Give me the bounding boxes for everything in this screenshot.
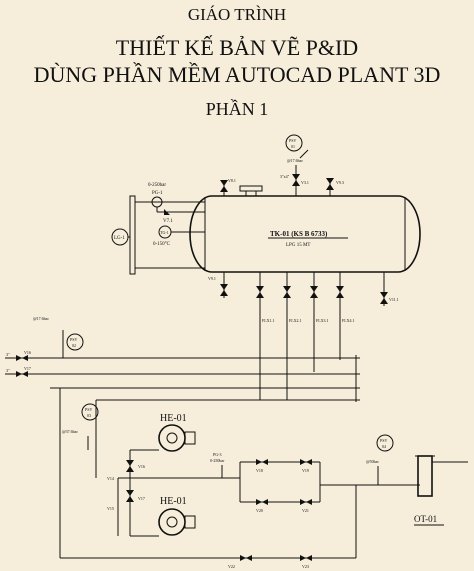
psv01-bubble xyxy=(285,134,303,152)
psv02-set: @17.6bar xyxy=(33,316,49,321)
psv04-set: @50bar xyxy=(366,459,379,464)
pg3-tag: PG-3 xyxy=(213,452,221,457)
v19-label: V19 xyxy=(302,468,309,473)
tank-spec: LPG 15 MT xyxy=(286,243,310,248)
v7-label: V7.1 xyxy=(163,219,173,224)
v23-label: V23 xyxy=(302,564,309,569)
he2-pump xyxy=(158,508,186,536)
tank-manhole xyxy=(239,185,263,192)
tg1-tag: TG-1 xyxy=(160,230,169,235)
psv04-num: 04 xyxy=(382,444,386,449)
title-part: PHẦN 1 xyxy=(205,99,269,119)
flx4-label: FLX4.1 xyxy=(342,318,355,323)
psv01-tag: PSV xyxy=(289,138,296,143)
psv03-set: @37.6bar xyxy=(62,429,78,434)
v16-label-a: V16 xyxy=(24,350,31,355)
level-gauge xyxy=(129,195,136,275)
tg1-range: 0-150°C xyxy=(153,242,171,247)
v18-label: V18 xyxy=(256,468,263,473)
ot01-label: OT-01 xyxy=(414,514,437,524)
psv02-bubble xyxy=(66,333,84,351)
line-size-b: 3" xyxy=(6,368,10,373)
psv01-set: @17.6bar xyxy=(287,158,303,163)
ot01-filter xyxy=(417,455,433,497)
v93-label: V9.3 xyxy=(336,180,344,185)
flx3-label: FLX3.1 xyxy=(316,318,329,323)
psv03-tag: PSV xyxy=(85,407,92,412)
v17-label-a: V17 xyxy=(24,366,31,371)
pg1-range: 0-250bar xyxy=(148,183,166,188)
psv04-tag: PSV xyxy=(380,438,387,443)
v22-label: V22 xyxy=(228,564,235,569)
line-size-tank: 3"x4" xyxy=(280,174,290,179)
title-line-3: DÙNG PHẦN MỀM AUTOCAD PLANT 3D xyxy=(33,62,441,87)
psv04-bubble xyxy=(376,434,394,452)
flow-drops xyxy=(256,272,344,400)
tank-vessel xyxy=(189,195,421,273)
title-line-2: THIẾT KẾ BẢN VẼ P&ID xyxy=(115,35,359,60)
psv02-num: 02 xyxy=(72,343,76,348)
v111-label: V11.1 xyxy=(389,297,399,302)
v21-label: V21 xyxy=(302,508,309,513)
psv03-bubble xyxy=(81,403,99,421)
pg1-tag: PG-1 xyxy=(152,191,163,196)
psv03-num: 03 xyxy=(87,413,91,418)
he2-label: HE-01 xyxy=(160,496,187,507)
v3-label: V3.1 xyxy=(301,180,309,185)
flx2-label: FLX2.1 xyxy=(289,318,302,323)
v16-label-b: V16 xyxy=(138,464,145,469)
v91-label: V9.1 xyxy=(208,276,216,281)
psv01-num: 01 xyxy=(291,144,295,149)
v15-label: V15 xyxy=(107,506,114,511)
lg1-label: LG-1 xyxy=(114,236,125,241)
v20-label: V20 xyxy=(256,508,263,513)
tank-tag: TK-01 (KS B 6733) xyxy=(270,230,328,238)
psv02-tag: PSV xyxy=(70,337,77,342)
line-size-a: 3" xyxy=(6,352,10,357)
title-line-1: GIÁO TRÌNH xyxy=(187,5,287,24)
v14-label: V14 xyxy=(107,476,114,481)
pg3-range: 0-250bar xyxy=(210,458,225,463)
v81-label: V8.1 xyxy=(228,178,236,183)
v17-label-b: V17 xyxy=(138,496,145,501)
he1-pump xyxy=(158,424,186,452)
he1-label: HE-01 xyxy=(160,413,187,424)
flx1-label: FLX1.1 xyxy=(262,318,275,323)
